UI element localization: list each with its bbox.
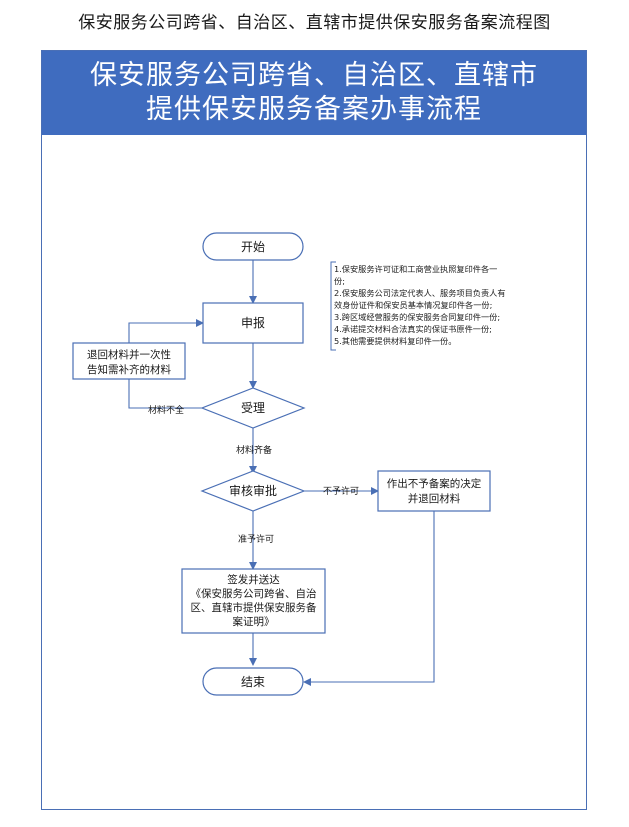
review-decision-node	[200, 470, 306, 512]
apply-node	[202, 302, 304, 344]
flowchart-frame: 保安服务公司跨省、自治区、直辖市 提供保安服务备案办事流程	[41, 50, 587, 810]
issue-line-4: 案证明》	[233, 615, 275, 628]
banner-header: 保安服务公司跨省、自治区、直辖市 提供保安服务备案办事流程	[42, 51, 586, 135]
reject-decision-node	[377, 470, 491, 512]
edge-return-to-apply	[128, 319, 204, 343]
edge-label-incomplete: 材料不全	[148, 404, 184, 416]
requirement-line-4: 效身份证件和保安员基本情况复印件各一份;	[334, 300, 492, 310]
end-node	[202, 667, 304, 696]
return-materials-line-1: 退回材料并一次性	[87, 348, 171, 361]
requirement-line-2: 份;	[334, 276, 345, 286]
edge-label-not-approved: 不予许可	[323, 485, 359, 497]
edge-label-approved: 准予许可	[238, 533, 274, 545]
review-label: 审核审批	[229, 483, 277, 498]
requirement-line-1: 1.保安服务许可证和工商营业执照复印件各一	[334, 264, 497, 274]
start-label: 开始	[241, 240, 265, 254]
issue-line-3: 区、直辖市提供保安服务备	[191, 601, 317, 614]
requirements-note-bracket	[330, 261, 336, 351]
start-node	[202, 232, 304, 261]
reject-decision-line-1: 作出不予备案的决定	[387, 477, 482, 490]
accept-decision-node	[200, 387, 306, 429]
edge-accept-to-return	[128, 379, 202, 409]
end-label: 结束	[241, 675, 265, 689]
banner-title-line-1: 保安服务公司跨省、自治区、直辖市	[90, 60, 538, 91]
banner-title-line-2: 提供保安服务备案办事流程	[146, 94, 482, 125]
requirement-line-6: 4.承诺提交材料合法真实的保证书原件一份;	[334, 324, 492, 334]
requirement-line-3: 2.保安服务公司法定代表人、服务项目负责人有	[334, 288, 506, 298]
reject-decision-line-2: 并退回材料	[408, 492, 461, 505]
page-title: 保安服务公司跨省、自治区、直辖市提供保安服务备案流程图	[78, 13, 551, 33]
requirement-line-7: 5.其他需要提供材料复印件一份。	[334, 336, 456, 346]
return-materials-node	[72, 342, 186, 380]
accept-label: 受理	[241, 401, 265, 415]
requirements-note: 1.保安服务许可证和工商营业执照复印件各一 份; 2.保安服务公司法定代表人、服…	[334, 264, 506, 346]
requirement-line-5: 3.跨区域经营服务的保安服务合同复印件一份;	[334, 312, 500, 322]
issue-line-2: 《保安服务公司跨省、自治	[191, 587, 317, 600]
issue-line-1: 签发并送达	[227, 573, 280, 586]
apply-label: 申报	[241, 315, 265, 330]
edge-label-complete: 材料齐备	[236, 444, 272, 456]
return-materials-line-2: 告知需补齐的材料	[87, 363, 171, 376]
issue-certificate-node	[181, 568, 326, 634]
edge-reject-to-end	[303, 511, 435, 686]
